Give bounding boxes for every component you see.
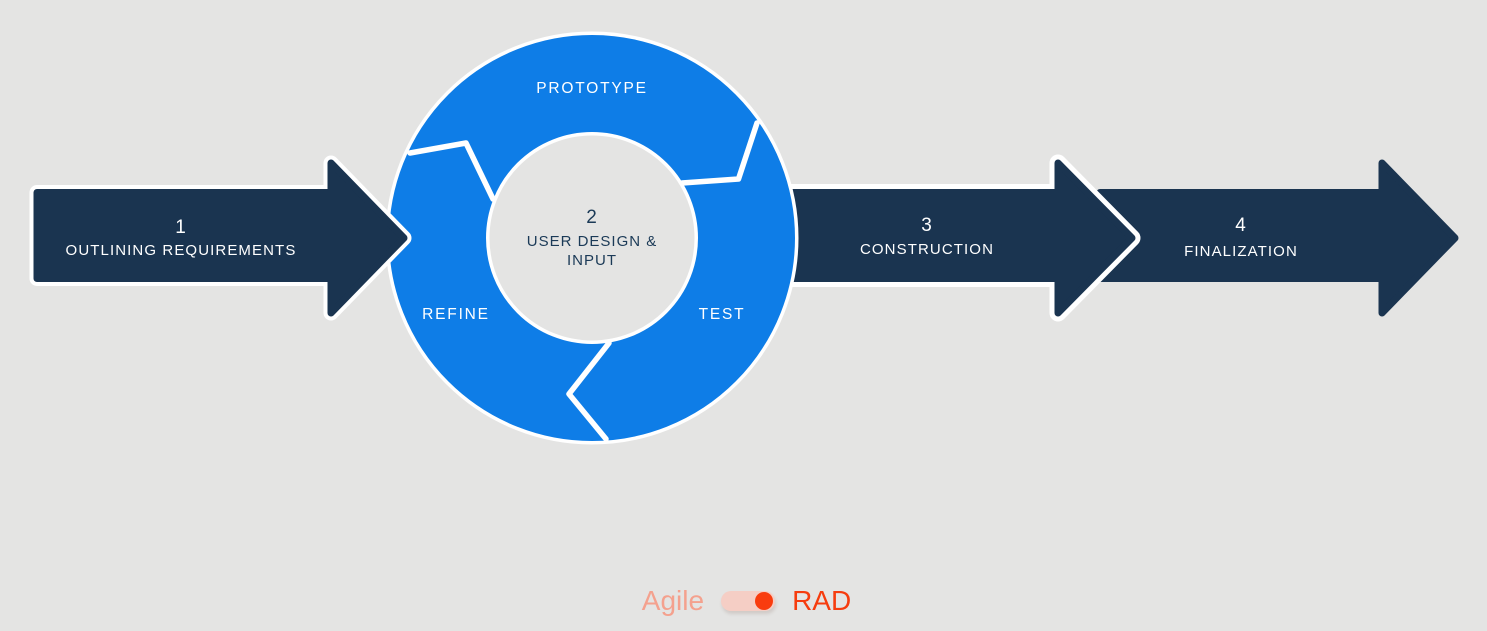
- chevron-right-icon: [679, 120, 760, 186]
- stage-1-arrow: 1 OUTLINING REQUIREMENTS: [29, 155, 412, 321]
- toggle-option-agile[interactable]: Agile: [641, 585, 705, 616]
- stage-4-number: 4: [1235, 215, 1247, 236]
- methodology-toggle-row: Agile RAD: [3, 585, 1487, 617]
- stage-3-arrow: [753, 154, 1141, 322]
- stage-2-cycle: PROTOTYPE TEST REFINE 2 USER DESIGN & IN…: [385, 31, 799, 445]
- stage-2-number: 2: [586, 207, 598, 228]
- stage-3-label: CONSTRUCTION: [860, 241, 994, 258]
- stage-2-label-line1: USER DESIGN &: [527, 233, 658, 250]
- stage-1-label: OUTLINING REQUIREMENTS: [66, 242, 297, 259]
- rad-process-diagram: PROTOTYPE TEST REFINE 2 USER DESIGN & IN…: [29, 31, 1459, 445]
- chevron-bottom-icon: [566, 340, 612, 442]
- cycle-chevron-separators: [407, 120, 760, 442]
- stage-4-label: FINALIZATION: [1184, 243, 1298, 260]
- agile-rad-toggle-switch[interactable]: [721, 591, 776, 611]
- cycle-step-prototype: PROTOTYPE: [536, 80, 648, 97]
- cycle-step-test: TEST: [699, 306, 746, 323]
- stage-3-number: 3: [921, 215, 933, 236]
- toggle-option-rad[interactable]: RAD: [792, 585, 852, 616]
- stage-1-number: 1: [175, 217, 187, 238]
- toggle-knob[interactable]: [755, 592, 774, 610]
- chevron-upper-left-icon: [407, 140, 496, 202]
- stage-4-arrow: [1096, 159, 1459, 317]
- cycle-step-refine: REFINE: [422, 306, 490, 323]
- stage-2-label-line2: INPUT: [567, 252, 617, 269]
